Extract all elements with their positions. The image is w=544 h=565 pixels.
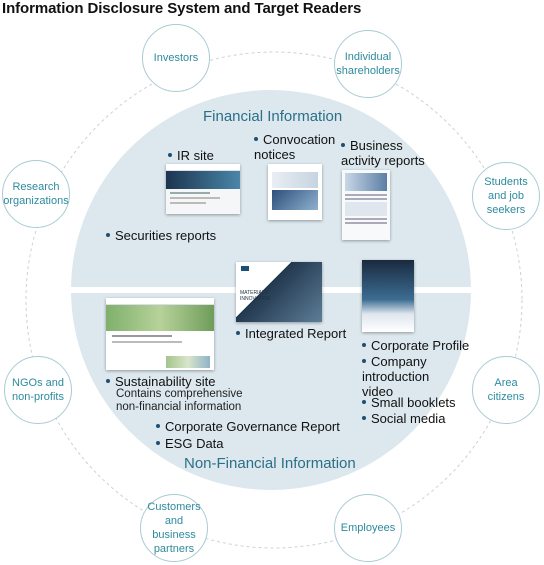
sustainability-site-note: Contains comprehensive non-financial inf… xyxy=(116,388,243,413)
small-booklets-item: Small booklets xyxy=(362,395,456,410)
outer-dashed-ring xyxy=(25,51,523,549)
esg-data-item: ESG Data xyxy=(156,436,224,451)
bullet-dot xyxy=(341,142,345,147)
reader-employees: Employees xyxy=(334,494,402,562)
page-title: Information Disclosure System and Target… xyxy=(2,0,362,17)
integrated-report-thumbnail: MATERIALS INNOVATION xyxy=(236,262,322,322)
social-media-item: Social media xyxy=(362,411,445,426)
bullet-dot xyxy=(362,358,366,363)
sustainability-site-thumbnail xyxy=(106,298,214,370)
convocation-notices-thumbnail xyxy=(268,164,322,220)
financial-information-label: Financial Information xyxy=(203,108,343,125)
integrated-report-item: Integrated Report xyxy=(236,326,346,341)
bullet-dot xyxy=(106,232,110,237)
securities-reports-item: Securities reports xyxy=(106,228,216,243)
corporate-governance-report-item: Corporate Governance Report xyxy=(156,419,340,434)
reader-students-job-seekers: Students and job seekers xyxy=(472,162,540,230)
bullet-dot xyxy=(254,136,258,141)
bullet-dot xyxy=(362,399,366,404)
sustainability-site-item: Sustainability site xyxy=(106,374,215,389)
bullet-dot xyxy=(168,152,172,157)
corporate-profile-item: Corporate Profile xyxy=(362,338,469,353)
bullet-dot xyxy=(106,378,110,383)
business-activity-reports-thumbnail xyxy=(342,170,390,240)
non-financial-information-label: Non-Financial Information xyxy=(184,455,356,472)
company-introduction-video-item: Company introduction video xyxy=(362,354,430,399)
reader-customers-business-partners: Customers and business partners xyxy=(140,494,208,562)
reader-area-citizens: Area citizens xyxy=(472,356,540,424)
business-activity-reports-item: Business activity reports xyxy=(341,138,425,168)
ir-site-item: IR site xyxy=(168,148,214,163)
bullet-dot xyxy=(362,415,366,420)
convocation-notices-item: Convocation notices xyxy=(254,132,336,162)
ir-site-thumbnail xyxy=(166,164,240,214)
reader-ngos-non-profits: NGOs and non-profits xyxy=(4,356,72,424)
bullet-dot xyxy=(156,423,160,428)
bullet-dot xyxy=(362,342,366,347)
corporate-profile-thumbnail xyxy=(362,260,414,332)
bullet-dot xyxy=(156,440,160,445)
reader-investors: Investors xyxy=(142,24,210,92)
reader-research-organizations: Research organizations xyxy=(2,160,70,228)
reader-individual-shareholders: Individual shareholders xyxy=(334,30,402,98)
bullet-dot xyxy=(236,330,240,335)
